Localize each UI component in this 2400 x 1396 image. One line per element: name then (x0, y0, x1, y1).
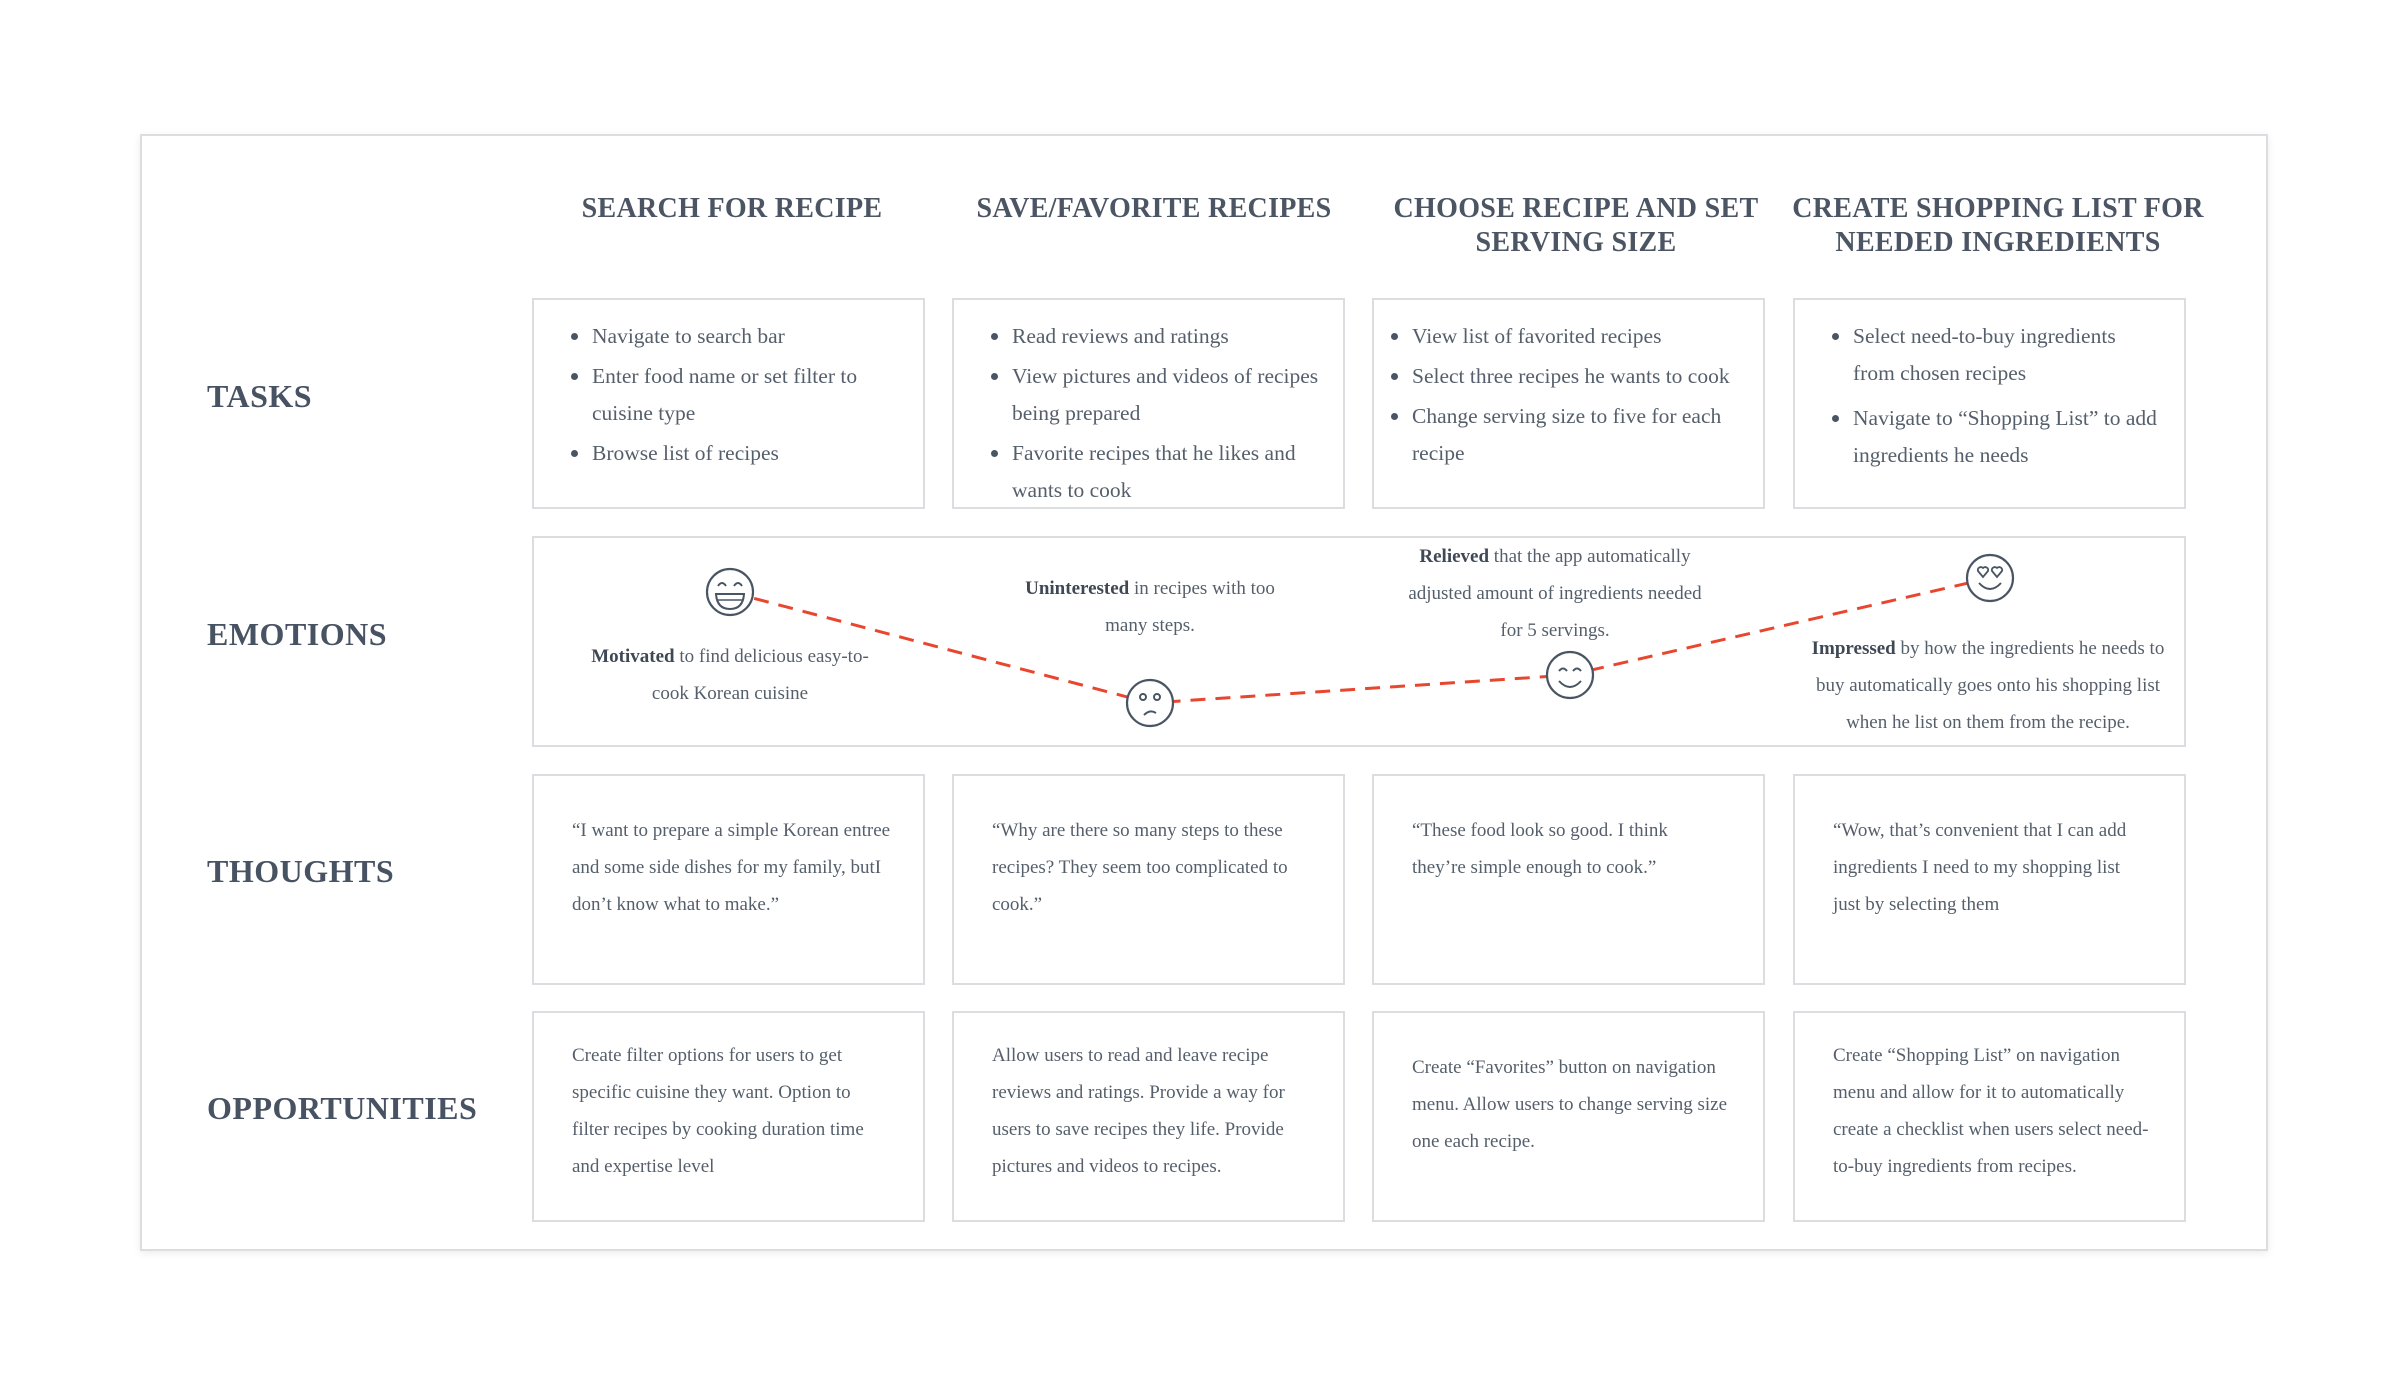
emotion-text-uninterested: Uninterested in recipes with too many st… (1025, 578, 1275, 636)
task-item: Enter food name or set filter to cuisine… (571, 358, 923, 432)
thought-text: “These food look so good. I think they’r… (1412, 820, 1668, 878)
opportunity-card: Create “Shopping List” on navigation men… (1793, 1011, 2186, 1222)
emotion-text-relieved: Relieved that the app automatically adju… (1408, 546, 1702, 641)
opportunity-text: Create “Shopping List” on navigation men… (1833, 1045, 2149, 1177)
thought-text: “Wow, that’s convenient that I can add i… (1833, 820, 2127, 915)
emotion-text-impressed: Impressed by how the ingredients he need… (1811, 638, 2165, 733)
task-item: Browse list of recipes (571, 435, 923, 472)
task-item: Favorite recipes that he likes and wants… (991, 435, 1343, 509)
column-header-shopping: CREATE SHOPPING LIST FOR NEEDED INGREDIE… (1792, 193, 2204, 258)
task-card: Select need-to-buy ingredients from chos… (1793, 298, 2186, 509)
thought-text: “I want to prepare a simple Korean entre… (572, 820, 891, 915)
task-item: View pictures and videos of recipes bein… (991, 358, 1343, 432)
task-item: Select three recipes he wants to cook (1391, 358, 1763, 395)
opportunity-text: Create “Favorites” button on navigation … (1412, 1057, 1728, 1152)
task-card: Navigate to search bar Enter food name o… (532, 298, 925, 509)
column-header-search: SEARCH FOR RECIPE (581, 193, 883, 224)
row-label-emotions: EMOTIONS (207, 616, 388, 652)
thought-text: “Why are there so many steps to these re… (992, 820, 1288, 915)
task-card: View list of favorited recipes Select th… (1372, 298, 1765, 509)
task-item: View list of favorited recipes (1391, 318, 1763, 355)
column-header-save: SAVE/FAVORITE RECIPES (976, 193, 1332, 224)
task-card: Read reviews and ratings View pictures a… (952, 298, 1345, 509)
thought-card: “I want to prepare a simple Korean entre… (532, 774, 925, 985)
column-header-choose: CHOOSE RECIPE AND SET SERVING SIZE (1393, 193, 1759, 258)
opportunity-card: Allow users to read and leave recipe rev… (952, 1011, 1345, 1222)
thought-card: “Wow, that’s convenient that I can add i… (1793, 774, 2186, 985)
task-item: Read reviews and ratings (991, 318, 1343, 355)
thought-card: “Why are there so many steps to these re… (952, 774, 1345, 985)
opportunity-text: Allow users to read and leave recipe rev… (992, 1045, 1285, 1177)
task-item: Change serving size to five for each rec… (1391, 398, 1763, 472)
opportunity-card: Create “Favorites” button on navigation … (1372, 1011, 1765, 1222)
row-label-opportunities: OPPORTUNITIES (207, 1090, 478, 1126)
thought-card: “These food look so good. I think they’r… (1372, 774, 1765, 985)
row-label-thoughts: THOUGHTS (207, 853, 395, 889)
task-item: Navigate to search bar (571, 318, 923, 355)
row-label-tasks: TASKS (207, 378, 313, 414)
emotion-text-motivated: Motivated to find delicious easy-to-cook… (591, 646, 869, 704)
task-item: Navigate to “Shopping List” to add ingre… (1832, 400, 2160, 474)
opportunity-text: Create filter options for users to get s… (572, 1045, 864, 1177)
task-item: Select need-to-buy ingredients from chos… (1832, 318, 2160, 392)
opportunity-card: Create filter options for users to get s… (532, 1011, 925, 1222)
